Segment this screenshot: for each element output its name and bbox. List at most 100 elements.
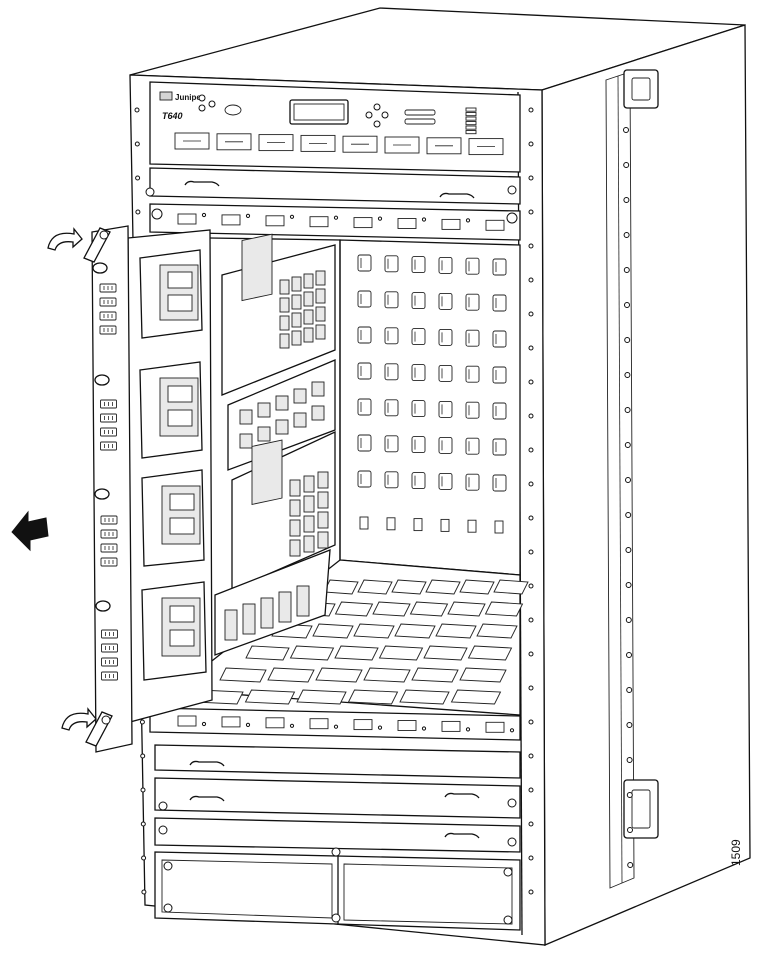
slot-screw xyxy=(421,217,427,222)
flange-hole xyxy=(528,821,534,827)
backplane-connector xyxy=(411,292,426,310)
slot-screw xyxy=(465,727,471,732)
backplane-connector xyxy=(492,258,507,276)
board-chip xyxy=(289,479,301,497)
board-chip xyxy=(303,495,315,513)
board-chip xyxy=(279,315,290,331)
slot-tab xyxy=(265,215,285,227)
rail-hole xyxy=(626,792,633,798)
floor-cooling-slot xyxy=(467,645,513,661)
backplane-connector xyxy=(359,516,369,530)
board-chip xyxy=(278,591,292,623)
slot-screw xyxy=(465,218,471,223)
backplane-connector xyxy=(384,363,399,381)
board-chip xyxy=(289,539,301,557)
backplane-connector xyxy=(438,472,453,490)
top-ejector-lever xyxy=(83,227,111,263)
backplane-connector xyxy=(384,399,399,417)
flange-hole xyxy=(528,855,534,861)
backplane-connector xyxy=(384,255,399,273)
backplane-connector xyxy=(438,436,453,454)
board-chip xyxy=(317,491,329,509)
bottom-ejector-lever xyxy=(85,711,113,747)
floor-cooling-slot xyxy=(411,667,459,683)
floor-cooling-slot xyxy=(447,601,486,617)
board-chip xyxy=(296,585,310,617)
floor-cooling-slot xyxy=(334,645,379,661)
side-handle-top xyxy=(623,69,659,109)
rail-hole xyxy=(623,232,630,238)
slot-screw xyxy=(509,728,515,733)
curved-arrow-icon xyxy=(47,227,83,251)
board-chip xyxy=(303,273,314,289)
board-chip xyxy=(291,294,302,310)
board-chip xyxy=(303,291,314,307)
rail-hole xyxy=(624,442,631,448)
flange-hole xyxy=(528,175,534,181)
flange-hole xyxy=(140,753,146,759)
board-chip xyxy=(303,535,315,553)
backplane-connector xyxy=(492,366,507,384)
backplane-connector xyxy=(465,365,480,383)
flange-hole xyxy=(528,651,534,657)
led-indicator xyxy=(465,112,477,117)
floor-cooling-slot xyxy=(353,623,395,639)
slot-tab xyxy=(397,720,417,731)
board-chip xyxy=(257,426,271,442)
slot-tab xyxy=(353,719,373,731)
board-chip xyxy=(315,288,326,304)
floor-cooling-slot xyxy=(219,667,267,683)
board-chip xyxy=(239,409,253,425)
backplane-connector xyxy=(411,256,426,274)
flange-hole xyxy=(528,277,534,283)
flange-hole xyxy=(141,855,147,861)
floor-cooling-slot xyxy=(459,579,495,595)
led-indicator xyxy=(465,116,477,121)
backplane-connector xyxy=(438,364,453,382)
floor-cooling-slot xyxy=(409,601,449,617)
board-chip xyxy=(317,511,329,529)
backplane-connector xyxy=(492,438,507,456)
backplane-connector xyxy=(384,435,399,453)
flange-hole xyxy=(528,583,534,589)
backplane-connector xyxy=(411,400,426,418)
menu-up-button xyxy=(373,103,381,111)
board-chip xyxy=(275,419,289,435)
model-label: T640 xyxy=(162,111,183,121)
backplane-connector xyxy=(384,291,399,309)
backplane-connector xyxy=(357,398,372,416)
rail-hole xyxy=(625,582,632,588)
floor-cooling-slot xyxy=(363,667,411,683)
floor-cooling-slot xyxy=(244,689,296,705)
flange-hole xyxy=(134,141,140,147)
backplane-connector xyxy=(386,517,396,531)
flange-hole xyxy=(140,821,146,827)
slot-screw xyxy=(377,725,383,730)
slot-screw xyxy=(289,214,295,219)
board-chip xyxy=(293,388,307,404)
flange-hole xyxy=(528,753,534,759)
backplane-connector xyxy=(492,474,507,492)
floor-cooling-slot xyxy=(476,623,518,639)
flange-hole xyxy=(528,515,534,521)
slot-screw xyxy=(421,726,427,731)
curved-arrow-icon xyxy=(61,707,97,731)
flange-hole xyxy=(528,481,534,487)
board-chip xyxy=(291,312,302,328)
board-chip xyxy=(303,475,315,493)
floor-cooling-slot xyxy=(347,689,399,705)
rail-hole xyxy=(623,197,630,203)
flange-hole xyxy=(528,617,534,623)
backplane-connector xyxy=(465,401,480,419)
rail-hole xyxy=(624,372,631,378)
slot-screw xyxy=(245,213,251,218)
card-cage xyxy=(173,237,529,716)
board-chip xyxy=(293,412,307,428)
flange-hole xyxy=(528,311,534,317)
flange-hole xyxy=(528,243,534,249)
floor-cooling-slot xyxy=(245,645,290,661)
backplane-connector xyxy=(440,518,450,532)
flange-hole xyxy=(528,447,534,453)
pic-module-4 xyxy=(141,581,207,681)
